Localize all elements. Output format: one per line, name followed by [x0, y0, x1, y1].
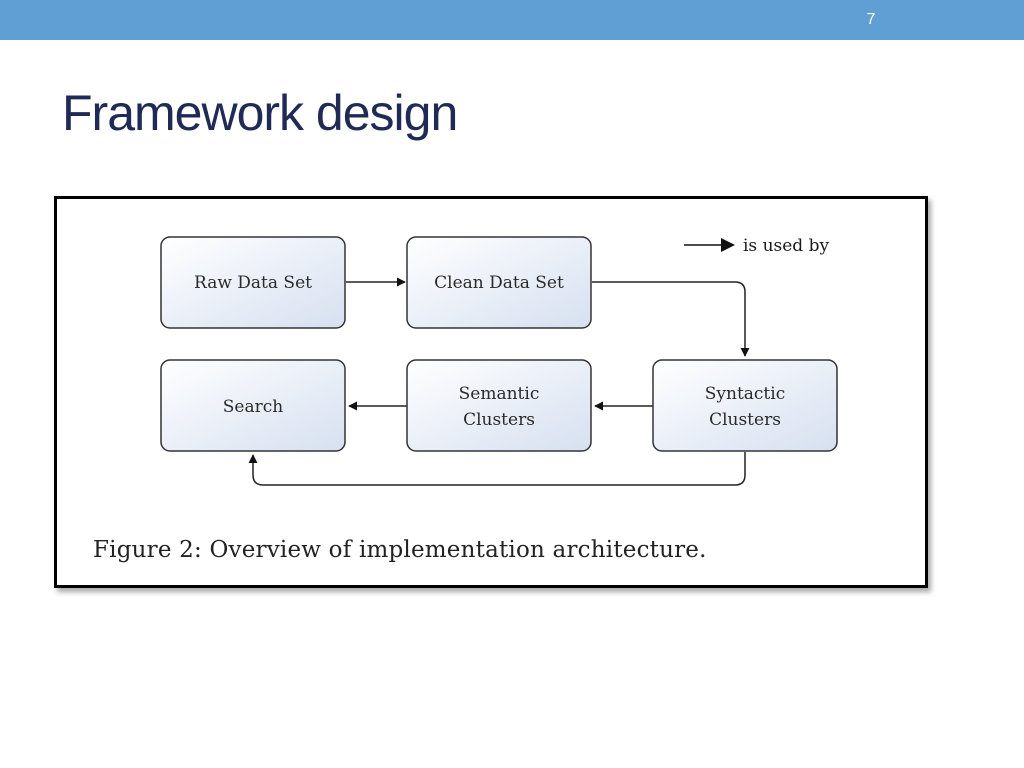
legend-label: is used by [743, 236, 829, 256]
top-bar: 7 [0, 0, 1024, 40]
node-raw-data-set: Raw Data Set [160, 236, 346, 329]
legend-arrow-head [721, 238, 735, 252]
edge-clean-to-syntactic [592, 281, 750, 357]
figure-caption: Figure 2: Overview of implementation arc… [93, 537, 707, 563]
node-search-label: Search [223, 397, 283, 417]
node-semantic-label-line1: Semantic [459, 384, 540, 404]
edge-syntactic-to-search [248, 452, 746, 486]
slide-title: Framework design [62, 85, 458, 141]
node-semantic-label-line2: Clusters [463, 410, 535, 430]
slide-number: 7 [866, 11, 876, 28]
node-syntactic-label-line1: Syntactic [705, 384, 785, 404]
node-raw-data-set-label: Raw Data Set [194, 273, 312, 293]
edges [248, 277, 750, 486]
legend: is used by [684, 236, 829, 256]
node-syntactic-label-line2: Clusters [709, 410, 781, 430]
node-search: Search [160, 359, 346, 452]
architecture-diagram: is used by Raw Data Set Clean Data Set [160, 236, 838, 486]
node-clean-data-set: Clean Data Set [406, 236, 592, 329]
node-clean-data-set-label: Clean Data Set [434, 273, 564, 293]
figure-frame: is used by Raw Data Set Clean Data Set [54, 196, 928, 588]
node-syntactic-clusters: Syntactic Clusters [652, 359, 838, 452]
node-semantic-clusters: Semantic Clusters [406, 359, 592, 452]
